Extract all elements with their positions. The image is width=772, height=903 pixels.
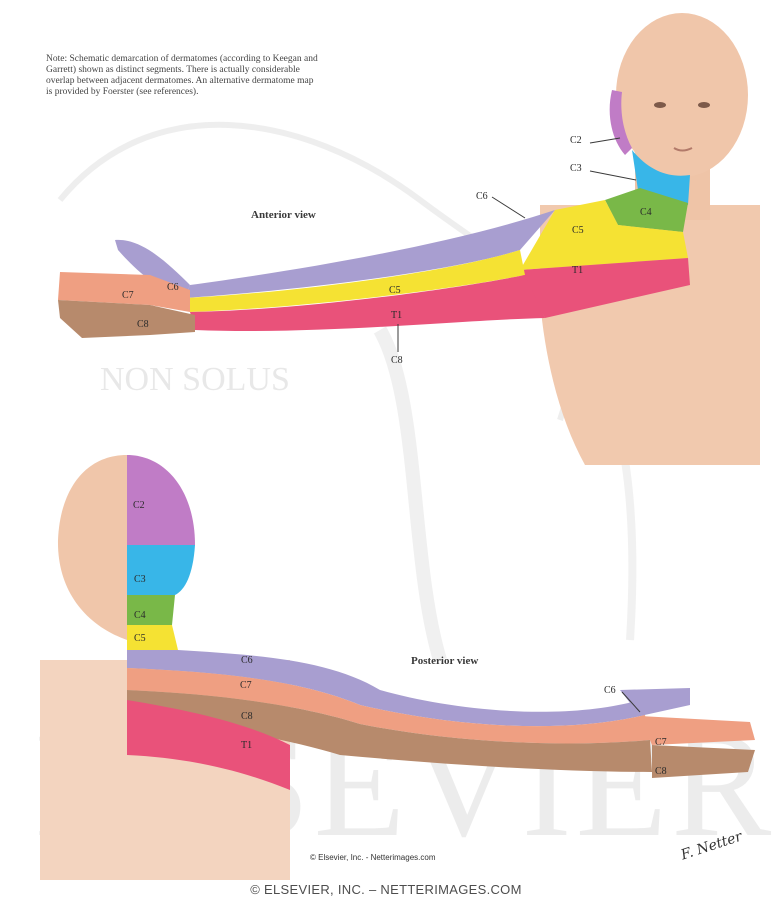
anterior-label-c8-below: C8	[391, 356, 403, 366]
posterior-label-c4: C4	[134, 611, 146, 621]
anterior-label-c3: C3	[570, 164, 582, 174]
anterior-label-c8-hand: C8	[137, 320, 149, 330]
anterior-view-title: Anterior view	[251, 209, 316, 221]
anterior-label-c5-shoulder: C5	[572, 226, 584, 236]
posterior-label-c8: C8	[241, 712, 253, 722]
posterior-label-c6: C6	[241, 656, 253, 666]
anterior-head	[616, 13, 748, 177]
anterior-label-c6-hand: C6	[167, 283, 179, 293]
posterior-label-c3: C3	[134, 575, 146, 585]
posterior-label-c2: C2	[133, 501, 145, 511]
posterior-label-c7-hand: C7	[655, 738, 667, 748]
posterior-label-c6-hand: C6	[604, 686, 616, 696]
copyright-footer: © ELSEVIER, INC. – NETTERIMAGES.COM	[0, 882, 772, 897]
anterior-label-t1-chest: T1	[572, 266, 583, 276]
anterior-label-c7: C7	[122, 291, 134, 301]
anterior-label-t1-arm: T1	[391, 311, 402, 321]
anterior-label-c2: C2	[570, 136, 582, 146]
posterior-label-t1: T1	[241, 741, 252, 751]
posterior-label-c5: C5	[134, 634, 146, 644]
anterior-label-c4: C4	[640, 208, 652, 218]
image-credit: © Elsevier, Inc. - Netterimages.com	[310, 853, 436, 862]
posterior-view-title: Posterior view	[411, 655, 478, 667]
posterior-label-c8-hand: C8	[655, 767, 667, 777]
note-text: Note: Schematic demarcation of dermatome…	[46, 54, 321, 98]
watermark-motto: NON SOLUS	[100, 361, 290, 398]
posterior-label-c7: C7	[240, 681, 252, 691]
anterior-label-c6-upper: C6	[476, 192, 488, 202]
anterior-label-c5-arm: C5	[389, 286, 401, 296]
